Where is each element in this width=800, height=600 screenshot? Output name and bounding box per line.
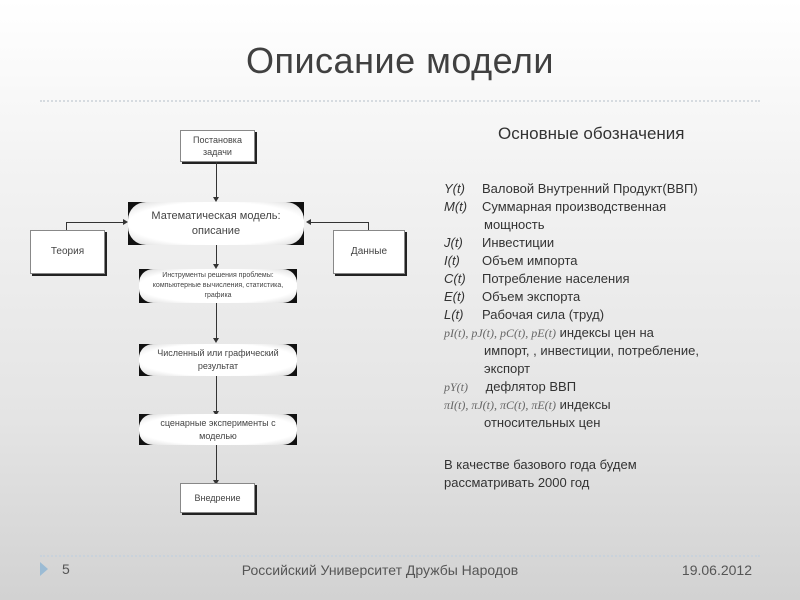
deflator-text: дефлятор ВВП [485,379,577,394]
notation-symbol: Y(t) [444,181,465,196]
box-math-model-line1: Математическая модель: [151,209,281,222]
slide-title: Описание модели [245,40,555,81]
notation-description: Потребление населения [482,271,630,286]
connector-line [216,162,217,198]
box-data: Данные [333,230,405,274]
box-scenario-line2: моделью [199,430,237,441]
notation-description: Суммарная производственная [482,199,667,214]
notation-item: E(t) Объем экспорта [444,288,774,306]
relative-price-item: πI(t), πJ(t), πC(t), πE(t) индексы [444,396,774,414]
box-problem-statement: Постановка задачи [180,130,255,162]
notation-symbol: C(t) [444,271,466,286]
title-divider [40,100,760,102]
relative-price-formula: πI(t), πJ(t), πC(t), πE(t) [444,398,557,412]
notation-symbol: M(t) [444,199,468,214]
connector-line [216,245,217,265]
notation-continuation: мощность [484,217,545,232]
relative-price-text: индексы [559,397,611,412]
notation-description: Объем экспорта [482,289,581,304]
price-index-item: pI(t), pJ(t), pC(t), pE(t) индексы цен н… [444,324,774,342]
footer-organization-wrap: Российский Университет Дружбы Народов [0,562,800,578]
notation-item: L(t) Рабочая сила (труд) [444,306,774,324]
box-data-label: Данные [350,246,388,257]
arrow-left-icon [306,219,311,225]
triangle-right-icon [40,562,48,576]
connector-line [368,222,369,230]
relative-price-continuation: относительных цен [484,415,601,430]
notation-heading: Основные обозначения [498,124,685,143]
box-solution-tools-line1: Инструменты решения проблемы: [162,272,274,279]
arrow-right-icon [123,219,128,225]
box-math-model-line2: описание [191,224,241,237]
notation-description: Рабочая сила (труд) [482,307,605,322]
footer-divider [40,555,760,557]
box-result-line2: результат [197,361,239,371]
notation-description: Объем импорта [482,253,578,268]
base-year-note-line1: В качестве базового года будем [444,457,637,472]
notation-item: C(t) Потребление населения [444,270,774,288]
price-index-formula: pI(t), pJ(t), pC(t), pE(t) [444,326,556,340]
box-solution-tools-line3: графика [204,292,232,299]
deflator-formula: pY(t) [444,380,468,394]
footer-date: 19.06.2012 [681,562,752,578]
box-solution-tools: Инструменты решения проблемы: компьютерн… [139,269,297,303]
notation-item: I(t) Объем импорта [444,252,774,270]
price-index-continuation: экспорт [484,361,531,376]
box-result: Численный или графический результат [139,344,297,376]
base-year-note-line2: рассматривать 2000 год [444,475,590,490]
notation-item: Y(t) Валовой Внутренний Продукт(ВВП) [444,180,774,198]
notation-symbol: J(t) [444,235,463,250]
base-year-note: В качестве базового года будем рассматри… [444,456,637,492]
connector-line [216,376,217,412]
arrow-down-icon [213,411,219,416]
box-solution-tools-line2: компьютерные вычисления, статистика, [152,282,284,289]
connector-line [216,445,217,481]
notation-item: J(t) Инвестиции [444,234,774,252]
box-theory-label: Теория [50,246,85,257]
box-problem-statement-label: Постановка задачи [193,135,242,157]
notation-symbol: I(t) [444,253,460,268]
notation-item: M(t) Суммарная производственная [444,198,774,216]
footer-organization: Российский Университет Дружбы Народов [241,562,519,578]
box-result-line1: Численный или графический [157,348,279,358]
box-scenario-line1: сценарные эксперименты с [160,417,276,428]
price-index-text: индексы цен на [559,325,654,340]
connector-line [66,222,123,223]
notation-description: Инвестиции [482,235,555,250]
box-implementation-label: Внедрение [194,493,241,503]
box-theory: Теория [30,230,105,274]
notation-description: Валовой Внутренний Продукт(ВВП) [482,181,698,196]
notation-symbol: E(t) [444,289,465,304]
box-math-model: Математическая модель: описание [128,202,304,245]
connector-line [66,222,67,230]
connector-line [311,222,368,223]
arrow-down-icon [213,197,219,202]
deflator-item: pY(t) дефлятор ВВП [444,378,774,396]
arrow-down-icon [213,480,219,485]
notation-list: Y(t) Валовой Внутренний Продукт(ВВП) M(t… [444,180,774,432]
box-scenario-experiments: сценарные эксперименты с моделью [139,414,297,445]
connector-line [216,303,217,339]
page-number: 5 [62,561,70,577]
notation-symbol: L(t) [444,307,464,322]
box-implementation: Внедрение [180,483,255,513]
arrow-down-icon [213,264,219,269]
price-index-continuation: импорт, , инвестиции, потребление, [484,343,699,358]
arrow-down-icon [213,338,219,343]
